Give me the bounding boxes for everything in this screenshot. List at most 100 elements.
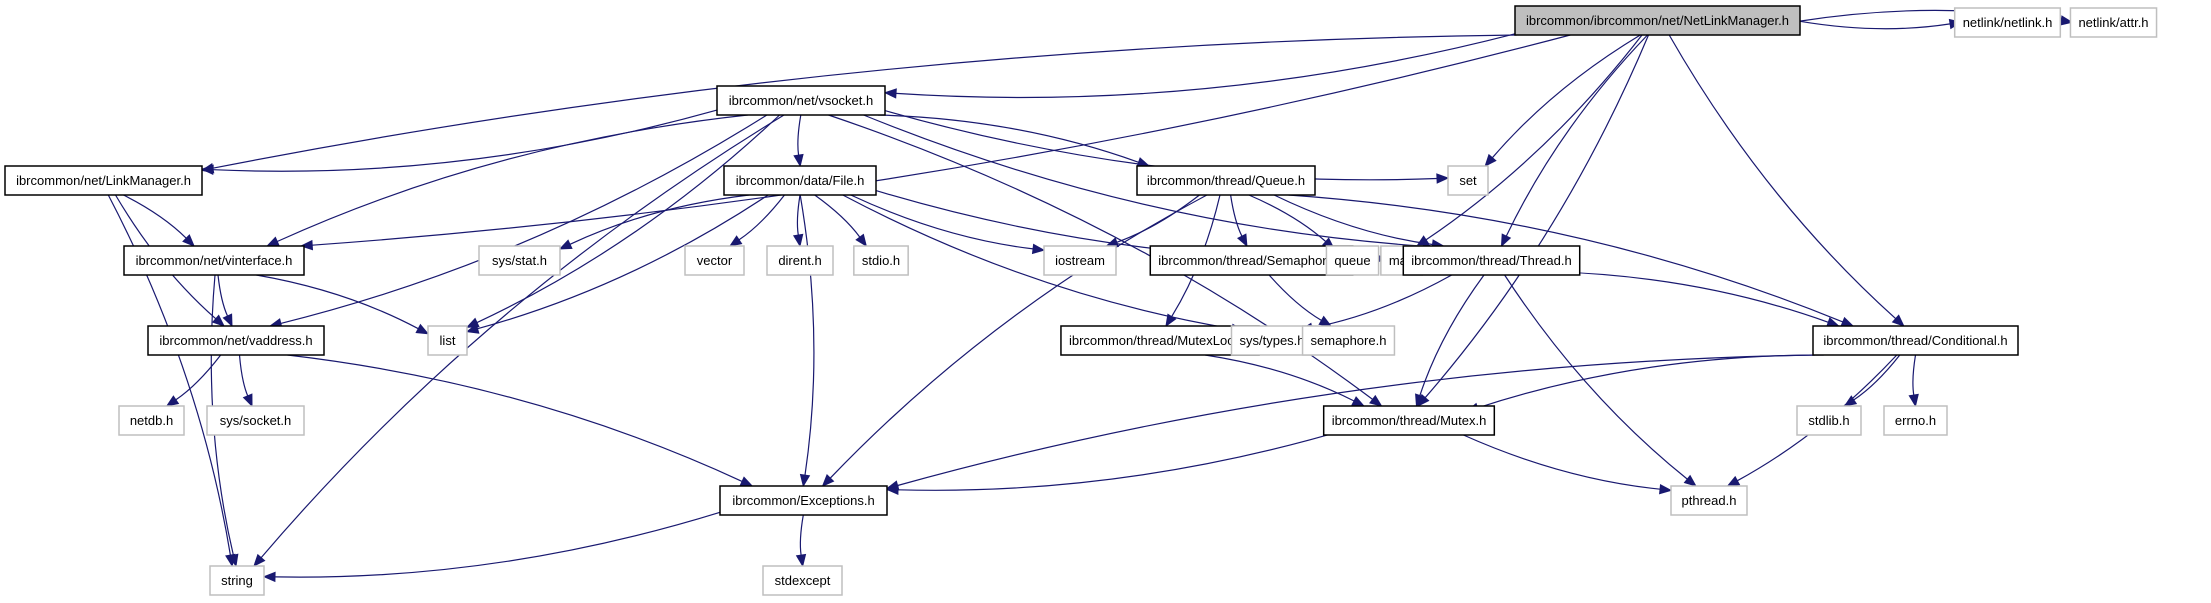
arrowhead-icon bbox=[1500, 233, 1512, 248]
edge-line bbox=[238, 354, 249, 397]
node-box bbox=[1136, 165, 1316, 196]
edge-line bbox=[1550, 271, 1829, 323]
node-vinterface[interactable]: ibrcommon/net/vinterface.h bbox=[123, 245, 305, 276]
edge-mutex-to-exceptions bbox=[885, 427, 1352, 496]
node-label: sys/types.h bbox=[1239, 333, 1304, 348]
node-conditional[interactable]: ibrcommon/thread/Conditional.h bbox=[1812, 325, 2019, 356]
edge-file-to-vector bbox=[728, 194, 785, 247]
arrowhead-icon bbox=[1031, 243, 1046, 255]
edge-root-to-set bbox=[1484, 34, 1641, 167]
edge-line bbox=[1504, 274, 1688, 480]
edge-vinterface-to-list bbox=[256, 274, 430, 335]
node-box bbox=[723, 165, 877, 196]
node-stdio: stdio.h bbox=[853, 245, 909, 276]
edge-line bbox=[1912, 354, 1917, 396]
edge-vsocket-to-string bbox=[253, 114, 785, 568]
node-box bbox=[853, 245, 909, 276]
node-box bbox=[1514, 5, 1801, 36]
node-linkmgr[interactable]: ibrcommon/net/LinkManager.h bbox=[4, 165, 203, 196]
arrowhead-icon bbox=[728, 235, 743, 247]
node-label: stdlib.h bbox=[1808, 413, 1849, 428]
arrowhead-icon bbox=[1415, 393, 1426, 408]
edge-line bbox=[842, 194, 1233, 330]
edge-root-to-netlink bbox=[1799, 18, 1963, 30]
node-label: vector bbox=[697, 253, 733, 268]
arrowhead-icon bbox=[1369, 394, 1383, 407]
node-label: netlink/attr.h bbox=[2078, 15, 2148, 30]
arrowhead-icon bbox=[299, 239, 314, 251]
node-file[interactable]: ibrcommon/data/File.h bbox=[723, 165, 877, 196]
node-mutexlock[interactable]: ibrcommon/thread/MutexLock.h bbox=[1060, 325, 1260, 356]
node-vsocket[interactable]: ibrcommon/net/vsocket.h bbox=[716, 85, 886, 116]
node-vaddress[interactable]: ibrcommon/net/vaddress.h bbox=[147, 325, 325, 356]
node-label: ibrcommon/thread/Thread.h bbox=[1411, 253, 1571, 268]
edge-line bbox=[877, 114, 1139, 163]
arrowhead-icon bbox=[222, 313, 233, 328]
edge-line bbox=[274, 511, 721, 578]
edge-line bbox=[175, 354, 222, 401]
node-attr: netlink/attr.h bbox=[2069, 7, 2158, 38]
node-box bbox=[478, 245, 561, 276]
node-semaphore_h[interactable]: ibrcommon/thread/Semaphore.h bbox=[1149, 245, 1354, 276]
node-box bbox=[1301, 325, 1396, 356]
node-dirent: dirent.h bbox=[766, 245, 834, 276]
edge-mutex-to-pthread bbox=[1463, 434, 1673, 495]
edge-thread-to-mutex bbox=[1415, 274, 1485, 408]
edge-vinterface-to-vaddress bbox=[217, 274, 233, 328]
arrowhead-icon bbox=[228, 553, 239, 568]
arrowhead-icon bbox=[253, 553, 266, 568]
node-mutex[interactable]: ibrcommon/thread/Mutex.h bbox=[1322, 405, 1496, 436]
edge-line bbox=[897, 354, 1815, 487]
node-box bbox=[4, 165, 203, 196]
node-root[interactable]: ibrcommon/ibrcommon/net/NetLinkManager.h bbox=[1514, 5, 1801, 36]
node-label: sys/socket.h bbox=[220, 413, 292, 428]
arrowhead-icon bbox=[1840, 316, 1855, 327]
node-queue: queue bbox=[1325, 245, 1380, 276]
edge-line bbox=[1799, 20, 1951, 30]
edge-line bbox=[477, 194, 769, 330]
node-pthread: pthread.h bbox=[1670, 485, 1748, 516]
node-box bbox=[118, 405, 185, 436]
edge-line bbox=[1853, 354, 1901, 401]
node-queue_h[interactable]: ibrcommon/thread/Queue.h bbox=[1136, 165, 1316, 196]
node-label: ibrcommon/ibrcommon/net/NetLinkManager.h bbox=[1526, 13, 1789, 28]
edge-line bbox=[1463, 434, 1661, 490]
edge-root-to-vsocket bbox=[883, 33, 1516, 99]
edge-vsocket-to-vinterface bbox=[265, 114, 748, 247]
node-box bbox=[1883, 405, 1948, 436]
node-label: ibrcommon/net/vinterface.h bbox=[136, 253, 293, 268]
node-string: string bbox=[209, 565, 265, 596]
edge-line bbox=[212, 109, 718, 172]
node-thread[interactable]: ibrcommon/thread/Thread.h bbox=[1402, 245, 1581, 276]
node-errno: errno.h bbox=[1883, 405, 1948, 436]
edge-line bbox=[107, 194, 231, 556]
node-label: ibrcommon/thread/MutexLock.h bbox=[1069, 333, 1251, 348]
node-box bbox=[209, 565, 265, 596]
arrowhead-icon bbox=[1484, 153, 1497, 167]
edge-line bbox=[569, 194, 750, 245]
edge-line bbox=[276, 114, 748, 243]
node-box bbox=[762, 565, 843, 596]
node-box bbox=[766, 245, 834, 276]
edge-line bbox=[260, 114, 785, 558]
node-exceptions[interactable]: ibrcommon/Exceptions.h bbox=[719, 485, 888, 516]
node-box bbox=[1953, 7, 2062, 38]
node-box bbox=[1402, 245, 1581, 276]
node-label: ibrcommon/net/vsocket.h bbox=[729, 93, 874, 108]
edge-file-to-sysstat bbox=[558, 194, 750, 250]
edge-vsocket-to-linkmgr bbox=[200, 109, 718, 175]
node-netlink: netlink/netlink.h bbox=[1953, 7, 2062, 38]
arrowhead-icon bbox=[1683, 474, 1697, 487]
node-box bbox=[147, 325, 325, 356]
node-box bbox=[206, 405, 305, 436]
edge-line bbox=[287, 354, 743, 482]
arrowhead-icon bbox=[793, 153, 804, 168]
edge-queue_h-to-semaphore_h bbox=[1230, 194, 1248, 248]
edge-file-to-dirent bbox=[792, 194, 804, 248]
edge-line bbox=[895, 33, 1516, 99]
node-label: ibrcommon/thread/Conditional.h bbox=[1823, 333, 2007, 348]
arrowhead-icon bbox=[2059, 15, 2074, 26]
node-sysstat: sys/stat.h bbox=[478, 245, 561, 276]
edge-vaddress-to-syssocket bbox=[238, 354, 253, 408]
edge-conditional-to-errno bbox=[1908, 354, 1919, 408]
